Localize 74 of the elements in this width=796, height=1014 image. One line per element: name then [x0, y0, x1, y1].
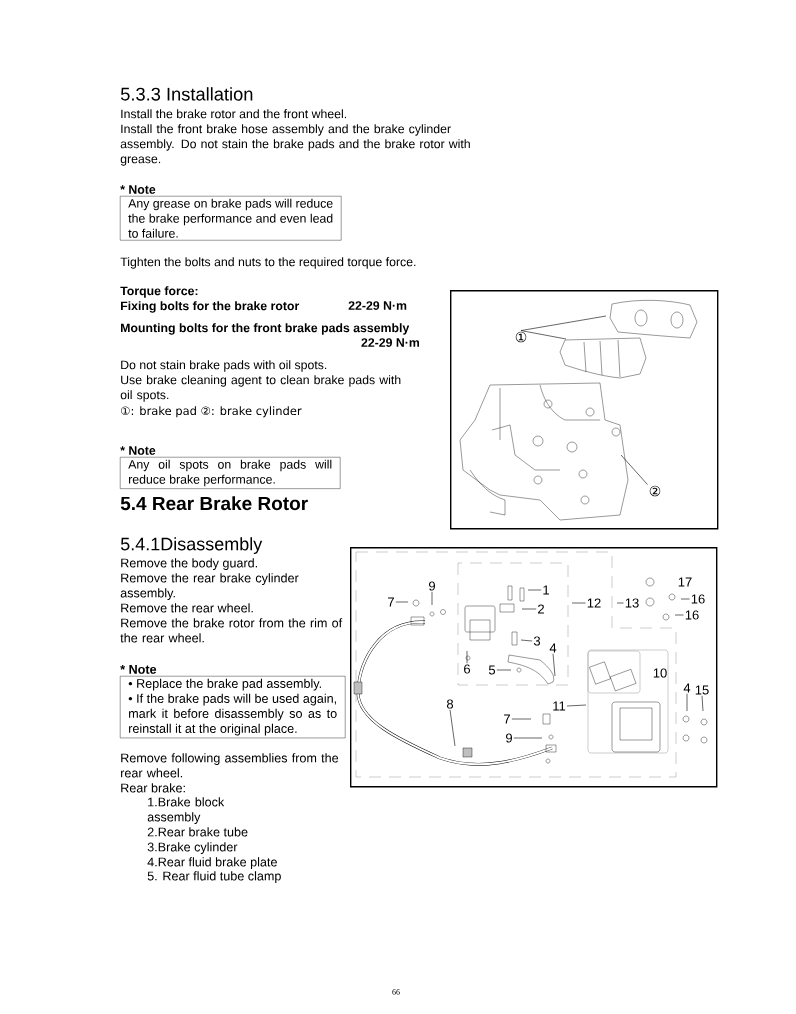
callout-number: 5	[488, 665, 496, 675]
leader-line	[620, 454, 648, 485]
callout-number: 9	[429, 581, 435, 591]
callout-number: 1	[543, 585, 549, 595]
note-heading: * Note	[120, 446, 156, 455]
list-item: 2.Rear brake tube	[147, 827, 248, 837]
callout-number: 3	[533, 636, 541, 646]
callout-number: 4	[683, 683, 691, 693]
leader-line	[686, 693, 688, 712]
body-text: Remove the body guard.	[121, 558, 257, 570]
note-box: Any grease on brake pads will reduce the brake performance and even lead to failure.	[120, 196, 342, 241]
leader-line	[520, 639, 533, 642]
list-item: 1.Brake block assembly	[147, 797, 225, 824]
callout-number: ②	[649, 485, 661, 497]
list-item: 4.Rear fluid brake plate	[147, 857, 277, 869]
callout-number: 9	[506, 733, 512, 743]
section-heading: 5.4.1Disassembly	[120, 537, 263, 554]
body-text: Tighten the bolts and nuts to the required torque force.	[120, 257, 416, 269]
leader-line	[511, 718, 532, 720]
note-box: • Replace the brake pad assembly. • If the brake pads will be used again, mark it before disassembly so as to reinstall it at the original place.	[120, 676, 346, 739]
leader-line	[520, 315, 607, 331]
body-text: Remove the rear wheel.	[121, 603, 253, 613]
leader-line	[513, 737, 543, 739]
callout-number: 16	[691, 594, 705, 604]
leader-line	[616, 602, 624, 604]
list-item: 5. Rear fluid tube clamp	[147, 871, 281, 883]
body-text: Remove following assemblies from the rear wheel.	[121, 753, 339, 778]
body-text: Install the front brake hose assembly and the brake cylinder assembly. Do not stain the brake pads and the brake rotor with grease.	[120, 124, 470, 166]
leader-line	[680, 598, 690, 600]
parts-key: ①: brake pad ②: brake cylinder	[121, 406, 302, 418]
leader-line	[674, 614, 684, 616]
leader-line	[701, 695, 704, 712]
leader-line	[520, 330, 567, 340]
leader-line	[571, 602, 586, 604]
torque-value: 22-29 N·m	[348, 301, 407, 310]
note-heading: * Note	[120, 665, 157, 674]
body-text: Install the brake rotor and the front wheel.	[121, 109, 347, 119]
list-item: 3.Brake cylinder	[147, 842, 238, 854]
body-text: Remove the rear brake cylinder assembly.	[120, 573, 299, 600]
leader-line	[552, 653, 556, 677]
callout-number: 12	[587, 598, 601, 608]
page-number: 66	[392, 989, 400, 995]
torque-item: Mounting bolts for the front brake pads assembly	[121, 323, 410, 335]
callout-number: 11	[553, 701, 566, 711]
torque-value: 22-29 N·m	[361, 338, 419, 347]
section-heading: 5.3.3 Installation	[120, 87, 253, 101]
body-text: Remove the brake rotor from the rim of the rear wheel.	[120, 618, 343, 643]
leader-line	[449, 709, 456, 747]
body-text: Use brake cleaning agent to clean brake pads with oil spots.	[120, 375, 401, 402]
leader-line	[566, 704, 587, 707]
callout-number: 15	[695, 685, 709, 695]
callout-number: 7	[388, 597, 394, 607]
body-text: Rear brake:	[121, 783, 185, 793]
callout-number: 13	[625, 598, 639, 608]
leader-line	[395, 601, 409, 603]
note-heading: * Note	[120, 185, 156, 194]
leader-line	[466, 650, 468, 664]
callout-number: 10	[653, 668, 667, 678]
callout-number: 6	[464, 664, 471, 674]
leader-line	[527, 589, 542, 591]
note-box: Any oil spots on brake pads will reduce brake performance.	[120, 457, 341, 489]
torque-item: Fixing bolts for the brake rotor	[121, 301, 300, 313]
leader-line	[521, 608, 537, 610]
callout-number: 2	[538, 604, 544, 614]
callout-number: ①	[515, 331, 527, 343]
callout-number: 16	[685, 610, 699, 620]
callout-number: 7	[504, 714, 510, 724]
torque-heading: Torque force:	[120, 286, 198, 298]
callout-number: 8	[446, 699, 454, 709]
leader-line	[496, 669, 512, 671]
body-text: Do not stain brake pads with oil spots.	[121, 360, 327, 372]
leader-line	[431, 591, 433, 606]
callout-number: 4	[549, 643, 557, 653]
callout-number: 17	[678, 577, 692, 587]
